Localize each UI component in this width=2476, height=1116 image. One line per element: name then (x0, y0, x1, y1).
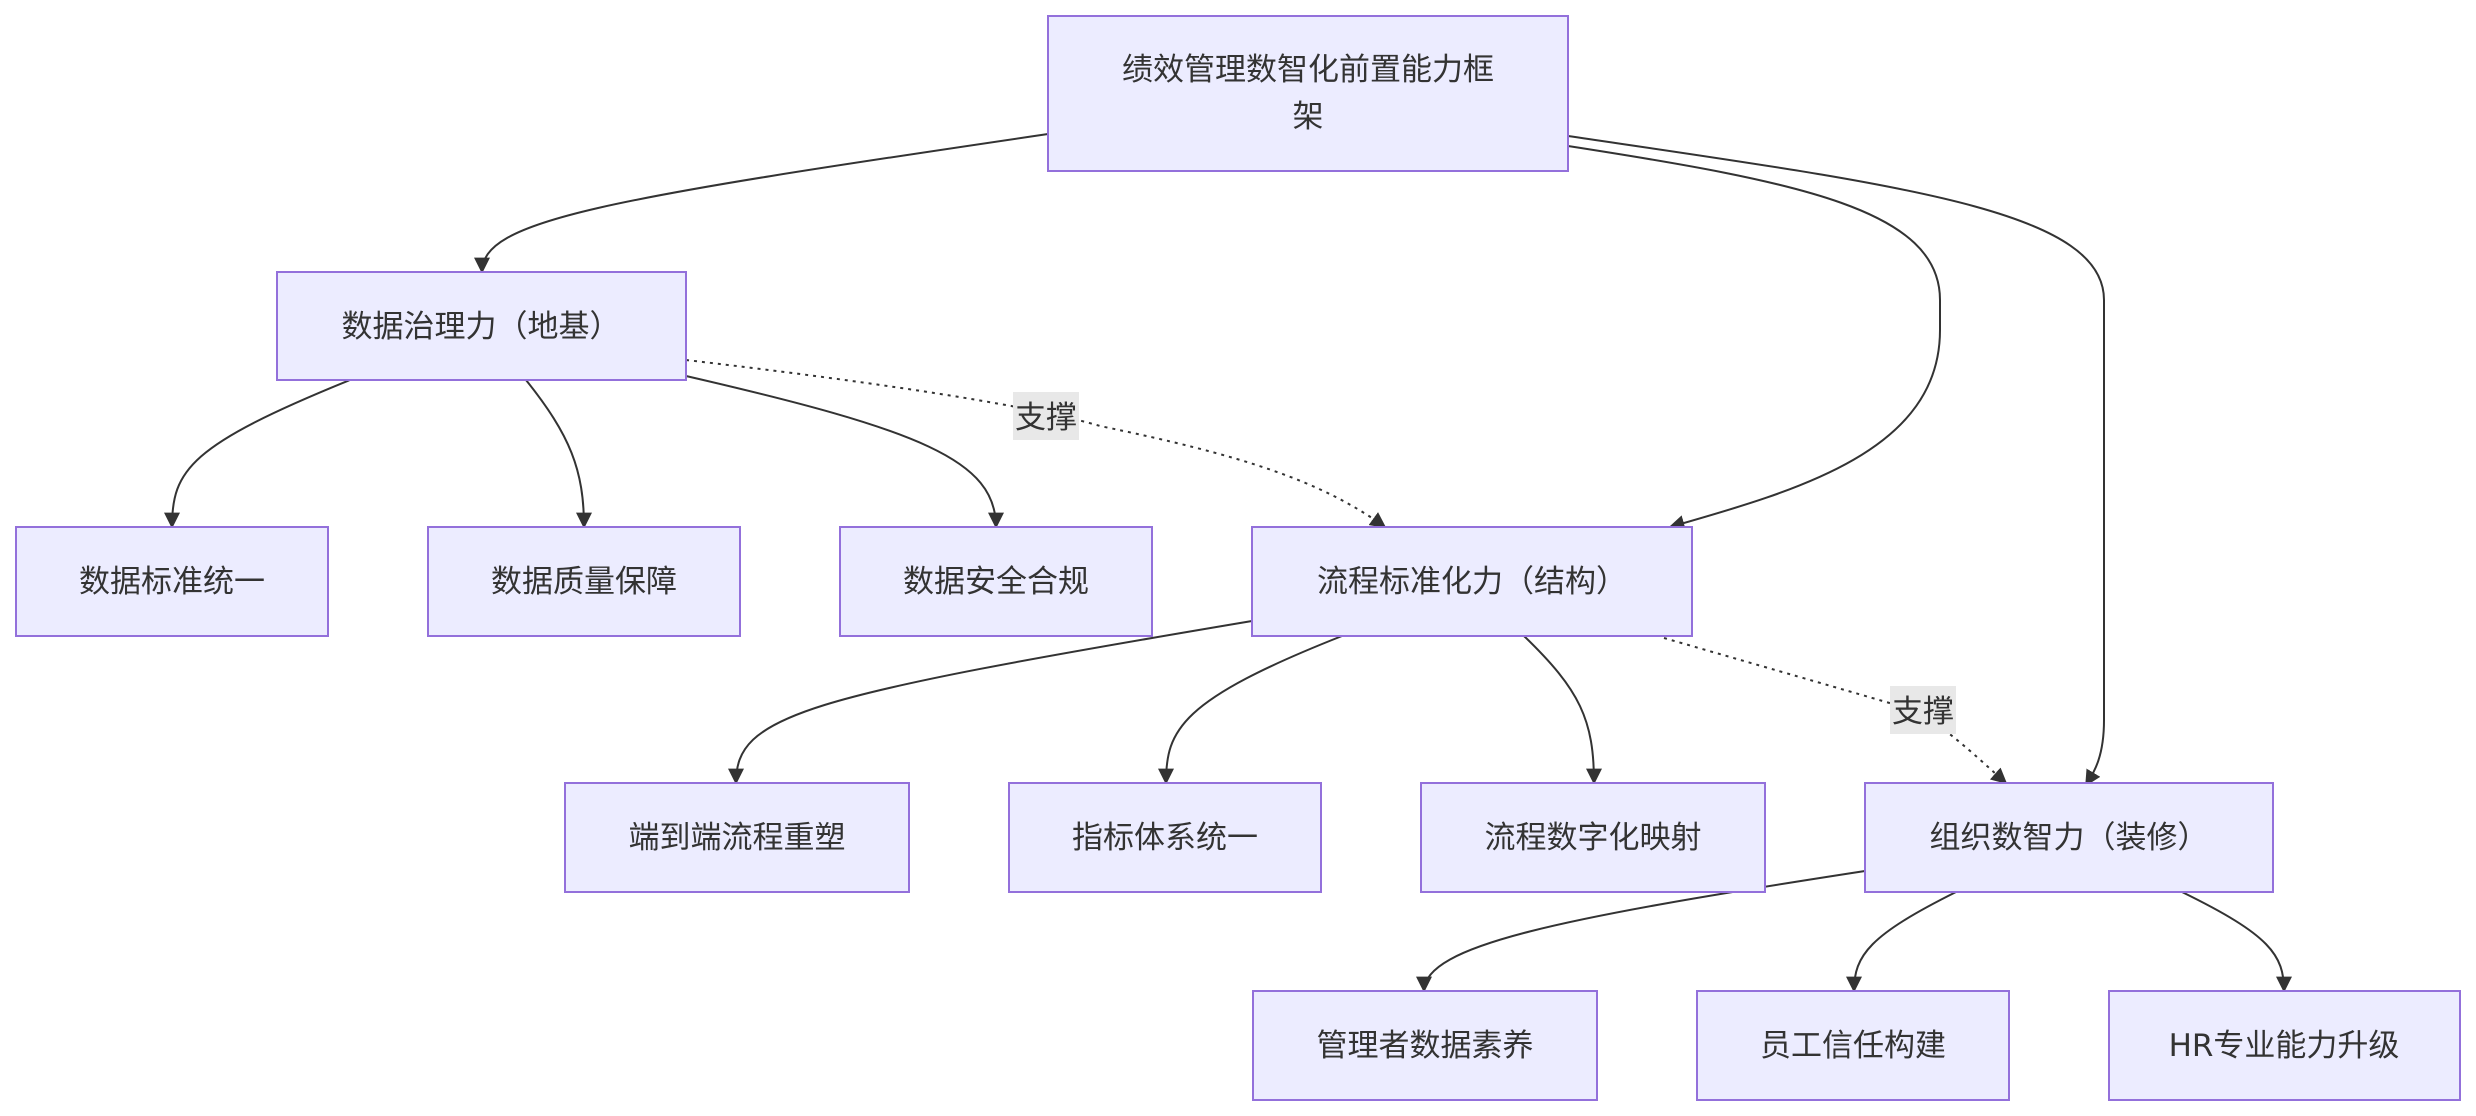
node-data-security[interactable]: 数据安全合规 (839, 526, 1153, 637)
node-employee-trust[interactable]: 员工信任构建 (1696, 990, 2010, 1101)
node-root-line-1: 绩效管理数智化前置能力框 (1122, 52, 1494, 88)
node-data-governance-label: 数据治理力（地基） (342, 309, 621, 345)
node-data-quality[interactable]: 数据质量保障 (427, 526, 741, 637)
node-data-standard[interactable]: 数据标准统一 (15, 526, 329, 637)
edge-org-intel-to-hr (2181, 891, 2292, 993)
node-data-security-label: 数据安全合规 (903, 564, 1089, 600)
edge-root-to-org-intel (1567, 135, 2105, 787)
edge-data-gov-to-data-quality (525, 379, 592, 529)
node-e2e-process[interactable]: 端到端流程重塑 (564, 782, 910, 893)
node-root-line-2: 架 (1293, 99, 1324, 135)
edge-label-support-1-text: 支撑 (1015, 400, 1077, 436)
node-process-digital[interactable]: 流程数字化映射 (1420, 782, 1766, 893)
node-metric-unify[interactable]: 指标体系统一 (1008, 782, 1322, 893)
node-org-intelligence[interactable]: 组织数智力（装修） (1864, 782, 2274, 893)
node-metric-unify-label: 指标体系统一 (1072, 820, 1258, 856)
node-process-standardization[interactable]: 流程标准化力（结构） (1251, 526, 1693, 637)
node-manager-literacy[interactable]: 管理者数据素养 (1252, 990, 1598, 1101)
node-data-governance[interactable]: 数据治理力（地基） (276, 271, 687, 381)
node-data-quality-label: 数据质量保障 (491, 564, 677, 600)
edge-data-gov-to-process-std-dotted (685, 359, 1387, 528)
edge-data-gov-to-data-std (164, 379, 351, 529)
node-process-digital-label: 流程数字化映射 (1485, 820, 1702, 856)
node-data-standard-label: 数据标准统一 (79, 564, 265, 600)
edge-root-to-process-std (1567, 145, 1941, 531)
node-manager-literacy-label: 管理者数据素养 (1317, 1028, 1534, 1064)
edge-label-support-1: 支撑 (1013, 392, 1079, 440)
node-process-standardization-label: 流程标准化力（结构） (1317, 564, 1627, 600)
node-hr-upgrade[interactable]: HR专业能力升级 (2108, 990, 2461, 1101)
edge-data-gov-to-data-security (685, 375, 1004, 529)
edge-org-intel-to-emp (1846, 891, 1957, 993)
edge-label-support-2: 支撑 (1890, 686, 1956, 734)
node-root[interactable]: 绩效管理数智化前置能力框 架 (1047, 15, 1569, 172)
node-e2e-process-label: 端到端流程重塑 (629, 820, 846, 856)
edge-root-to-data-gov (474, 133, 1049, 274)
edge-process-std-to-process-digital (1523, 635, 1602, 785)
node-employee-trust-label: 员工信任构建 (1760, 1028, 1946, 1064)
node-hr-upgrade-label: HR专业能力升级 (2169, 1028, 2400, 1064)
edge-process-std-to-metric (1158, 635, 1343, 785)
edge-label-support-2-text: 支撑 (1892, 694, 1954, 730)
edge-process-std-to-e2e (728, 620, 1253, 785)
node-org-intelligence-label: 组织数智力（装修） (1930, 820, 2209, 856)
